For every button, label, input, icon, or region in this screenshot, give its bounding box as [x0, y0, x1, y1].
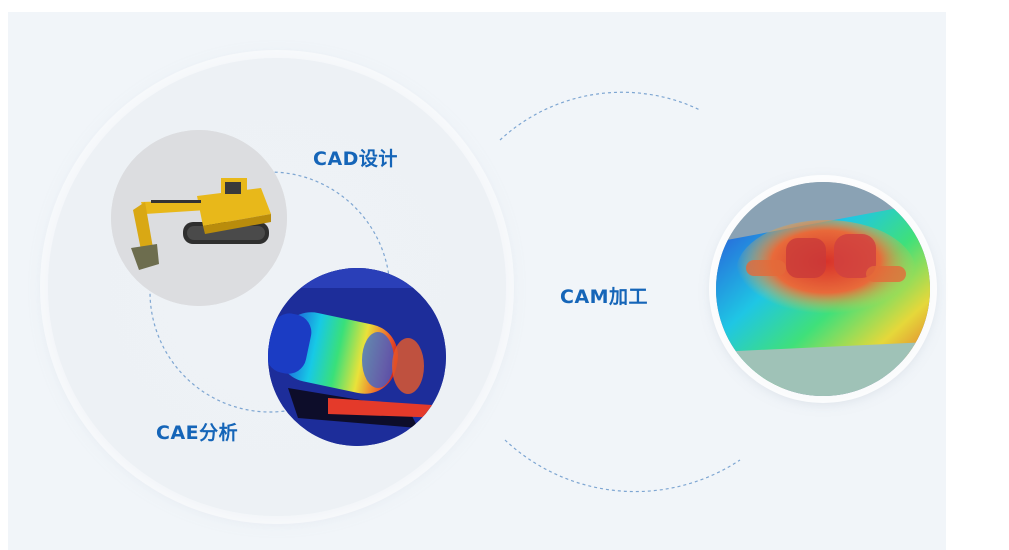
cam-machining-label: CAM加工 [560, 286, 649, 308]
cad-excavator-image [111, 130, 287, 306]
cam-arc-top [499, 91, 701, 141]
cad-cae-group-circle [48, 58, 506, 516]
cam-arc-bottom [504, 439, 741, 493]
cae-analysis-label: CAE分析 [156, 422, 239, 444]
cae-simulation-image [268, 268, 446, 446]
cad-design-label: CAD设计 [313, 148, 398, 170]
cam-machining-image [716, 182, 930, 396]
